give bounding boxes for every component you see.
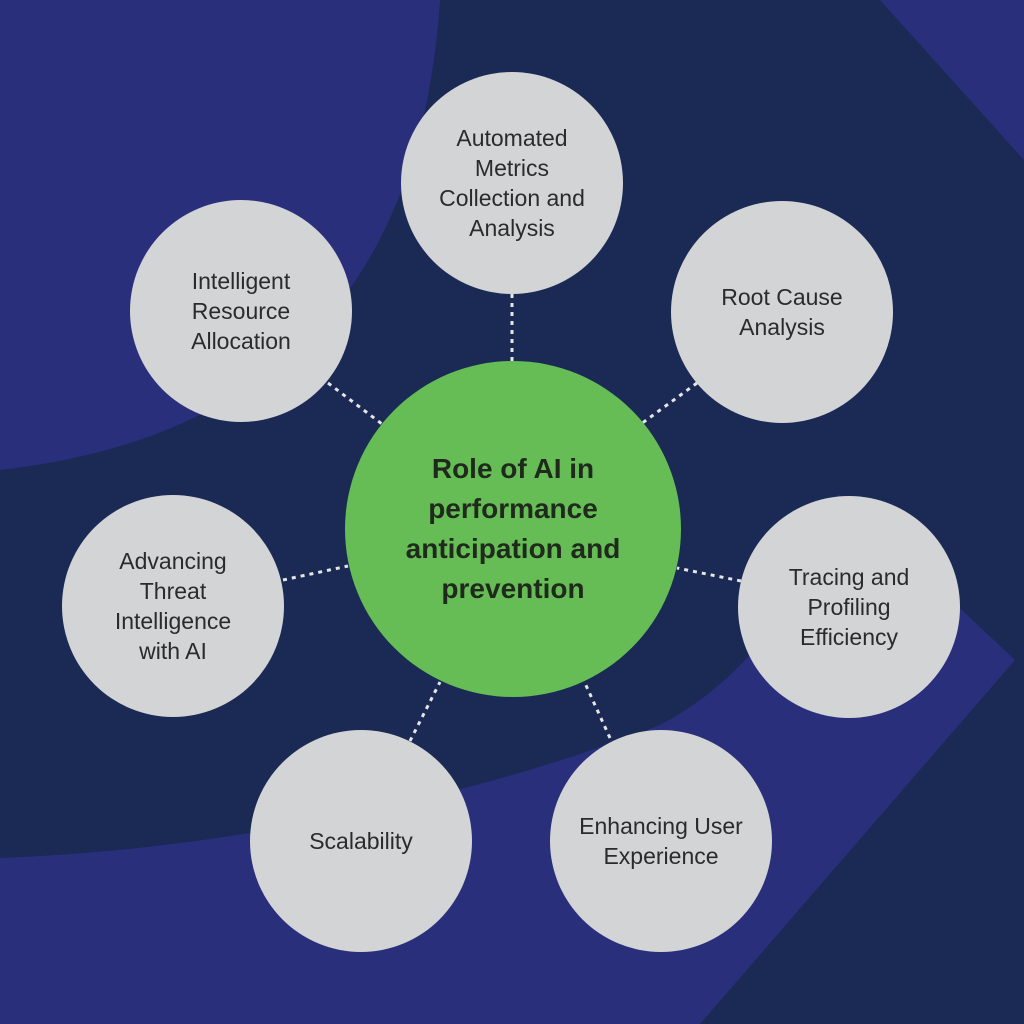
- connector-line: [676, 566, 742, 583]
- node-label: Scalability: [309, 828, 413, 854]
- node-label: Intelligent Resource Allocation: [191, 268, 291, 354]
- node-resource-allocation: Intelligent Resource Allocation: [130, 200, 352, 422]
- node-threat-intelligence: Advancing Threat Intelligence with AI: [62, 495, 284, 717]
- connector-line: [282, 564, 349, 582]
- center-node: Role of AI in performance anticipation a…: [345, 361, 681, 697]
- node-label: Automated Metrics Collection and Analysi…: [439, 125, 585, 241]
- connector-line: [327, 381, 383, 426]
- node-label: Advancing Threat Intelligence with AI: [114, 548, 232, 664]
- node-scalability: Scalability: [250, 730, 472, 952]
- node-automated-metrics: Automated Metrics Collection and Analysi…: [401, 72, 623, 294]
- node-tracing-profiling: Tracing and Profiling Efficiency: [738, 496, 960, 718]
- connector-line: [640, 381, 698, 426]
- node-root-cause-analysis: Root Cause Analysis: [671, 201, 893, 423]
- center-node-label: Role of AI in performance anticipation a…: [405, 453, 621, 604]
- connector-line: [408, 681, 442, 742]
- connector-line: [582, 680, 612, 739]
- node-label: Enhancing User Experience: [579, 813, 743, 869]
- node-label: Tracing and Profiling Efficiency: [788, 564, 910, 650]
- node-label: Root Cause Analysis: [721, 284, 843, 340]
- node-enhancing-user-experience: Enhancing User Experience: [550, 730, 772, 952]
